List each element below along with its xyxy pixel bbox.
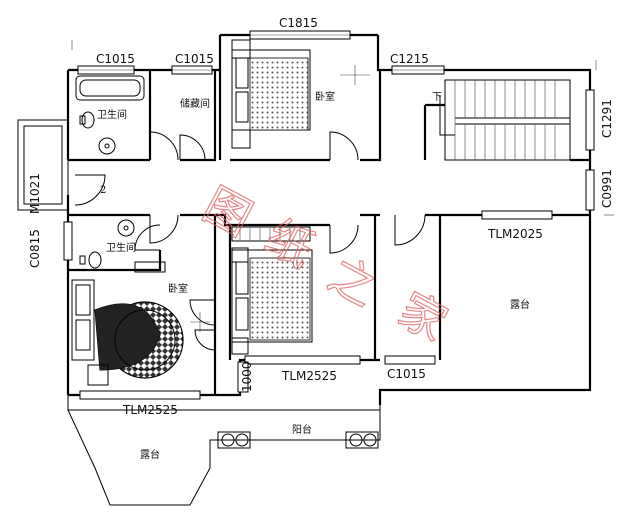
dimension-marks [71, 40, 614, 216]
doors [74, 131, 426, 351]
staircase [439, 79, 571, 161]
balcony-details [217, 431, 379, 449]
label-m1021: M1021 [28, 173, 42, 214]
label-c1215: C1215 [390, 52, 429, 66]
bedroom-3-furniture [71, 279, 210, 386]
watermark-char-1: 图 [195, 177, 261, 246]
label-c0815: C0815 [28, 229, 42, 268]
room-bathroom-2: 卫生间 [106, 241, 136, 254]
label-tlm2025: TLM2025 [487, 227, 543, 241]
watermark-char-4: 家 [390, 282, 456, 351]
room-bedroom-2: 卧室 [168, 282, 188, 295]
label-c1015-bath: C1015 [96, 52, 135, 66]
label-c1291: C1291 [600, 99, 614, 138]
label-1000: 1000 [240, 361, 254, 392]
label-c1015-storage: C1015 [175, 52, 214, 66]
bedroom-2-furniture [231, 247, 313, 355]
windows [63, 30, 595, 400]
room-terrace-left: 露台 [140, 448, 160, 461]
label-c1815: C1815 [279, 16, 318, 30]
bedroom-1-furniture [231, 39, 370, 149]
bathroom-2-fixtures [79, 219, 166, 273]
room-balcony: 阳台 [292, 423, 312, 436]
label-tlm2525-left: TLM2525 [122, 403, 178, 417]
interior-walls [68, 70, 590, 395]
stair-down-label: 下 [432, 92, 442, 103]
door-number: 2 [100, 185, 106, 196]
label-c0991: C0991 [600, 169, 614, 208]
room-storage: 储藏间 [180, 97, 210, 110]
room-terrace-right: 露台 [510, 298, 530, 311]
bathroom-1-fixtures [75, 75, 145, 155]
room-bedroom-1: 卧室 [315, 90, 335, 103]
room-bathroom-1: 卫生间 [97, 108, 127, 121]
wardrobe [231, 226, 311, 242]
left-entry-bay [17, 119, 69, 211]
label-tlm2525-mid: TLM2525 [281, 369, 337, 383]
label-c1015-mid: C1015 [387, 367, 426, 381]
